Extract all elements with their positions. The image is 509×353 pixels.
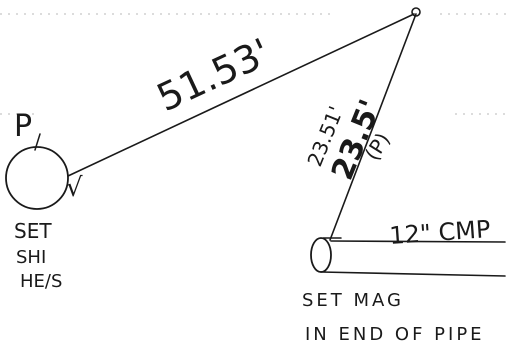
- corner-point-marker: [411, 7, 421, 17]
- left-note-line-1: SET: [14, 219, 52, 243]
- top-distance-label: 51.53': [150, 30, 277, 120]
- pipe-bottom-edge: [320, 271, 506, 277]
- distance-line-diagonal: [329, 13, 417, 241]
- left-note-line-2: SHI: [16, 247, 46, 268]
- bottom-note-line-1: SET MAG: [302, 290, 404, 311]
- check-mark: √: [66, 173, 83, 203]
- point-p-circle: [5, 146, 69, 210]
- distance-line-top: [67, 13, 415, 177]
- pipe-end: [310, 237, 332, 273]
- point-p-tick: [34, 133, 41, 151]
- left-note-line-3: HE/S: [20, 271, 62, 292]
- bottom-note-line-2: IN END OF PIPE: [305, 324, 485, 345]
- pipe-label: 12" CMP: [388, 215, 491, 250]
- circle-mark-label: P: [14, 109, 32, 144]
- pipe-top-edge: [330, 240, 506, 243]
